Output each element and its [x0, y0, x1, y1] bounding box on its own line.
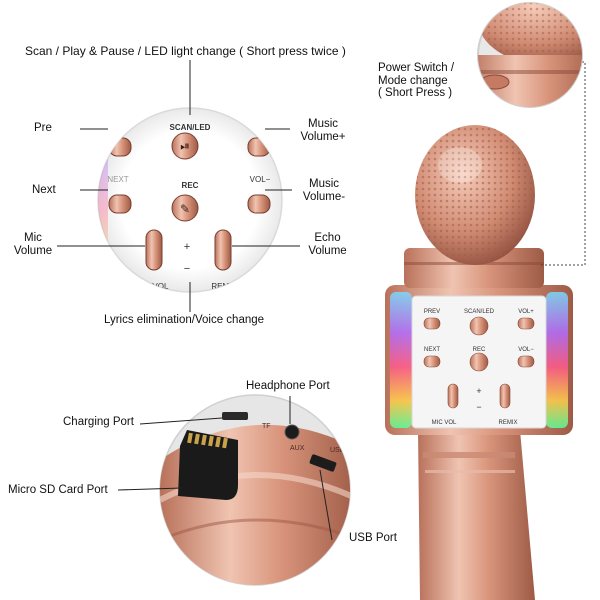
callout-pre: Pre [34, 122, 52, 134]
ports-zoom: TF USB AUX [159, 394, 351, 586]
remix-slider[interactable] [499, 383, 511, 409]
panel-label-plus: + [476, 386, 481, 396]
panel-buttons [423, 316, 535, 409]
rec-button[interactable] [469, 352, 489, 372]
panel-label-minus: − [476, 402, 481, 412]
power-switch-zoom [477, 2, 583, 108]
play-pause-icon: ⏯ [180, 139, 190, 153]
led-strip-left [390, 292, 412, 428]
zoom-mic-vol-slider[interactable] [145, 229, 163, 271]
zoom-label-plus: + [184, 241, 190, 253]
port-label-tf: TF [262, 423, 271, 430]
zoom-label-mic-vol: MIC VOL [136, 282, 169, 291]
panel-label-vol-up: VOL+ [518, 309, 534, 315]
power-zoom-connector [540, 61, 586, 266]
zoom-label-minus: − [184, 263, 190, 275]
headphone-jack [284, 424, 300, 440]
mic-collar [404, 248, 544, 288]
panel-label-next: NEXT [424, 347, 440, 353]
zoom-remix-slider[interactable] [214, 229, 232, 271]
zoom-scan-led-button[interactable] [171, 132, 199, 160]
usb-socket [309, 454, 337, 472]
panel-label-scan-led: SCAN/LED [464, 309, 495, 315]
callout-next: Next [32, 184, 56, 196]
panel-label-prev: PREV [424, 309, 440, 315]
mic-rec-icon: ✎ [180, 202, 190, 216]
micro-sd-card-icon [178, 430, 238, 500]
charging-port [222, 412, 248, 420]
zoom-next-button[interactable] [108, 194, 132, 214]
callout-headphone-port: Headphone Port [246, 380, 330, 392]
microphone: PREV SCAN/LED VOL+ NEXT REC VOL− MIC VOL… [385, 125, 573, 600]
zoom-vol-down-button[interactable] [247, 194, 271, 214]
zoom-label-next: NEXT [107, 175, 128, 184]
panel-label-mic-vol: MIC VOL [432, 420, 457, 426]
scan-led-button[interactable] [469, 316, 489, 336]
callout-power-switch: Power Switch / Mode change ( Short Press… [378, 62, 455, 99]
panel-label-remix: REMIX [498, 420, 517, 426]
leader-lines [57, 60, 333, 541]
zoom-vol-up-button[interactable] [247, 137, 271, 157]
next-button[interactable] [423, 355, 441, 368]
zoom-rec-button[interactable] [171, 194, 199, 222]
callout-lyrics-elimination: Lyrics elimination/Voice change [104, 314, 265, 326]
mic-vol-slider[interactable] [447, 383, 459, 409]
panel-label-rec: REC [473, 347, 486, 353]
panel-label-vol-down: VOL− [518, 347, 534, 353]
callout-scan-play-pause: Scan / Play & Pause / LED light change (… [25, 44, 346, 58]
zoom-buttons: ⏯ ✎ [108, 132, 271, 271]
port-label-usb: USB [330, 447, 345, 454]
zoom-label-remix: REMIX [211, 282, 237, 291]
vol-up-button[interactable] [517, 317, 535, 330]
callout-echo-volume: Echo Volume [308, 232, 347, 257]
port-label-aux: AUX [290, 445, 305, 452]
zoom-label-scan-led: SCAN/LED [170, 123, 211, 132]
vol-down-button[interactable] [517, 355, 535, 368]
prev-button[interactable] [423, 317, 441, 330]
zoom-label-rec: REC [182, 181, 199, 190]
callout-micro-sd-card-port: Micro SD Card Port [8, 484, 108, 496]
callout-music-volume-down: Music Volume- [302, 178, 346, 203]
control-panel-zoom: ⏯ ✎ SCAN/LED REC NEXT VOL− MIC VOL REMIX… [97, 107, 283, 293]
led-strip-right [546, 292, 568, 428]
callout-music-volume-up: Music Volume+ [300, 118, 346, 143]
callout-mic-volume: Mic Volume [13, 232, 53, 257]
callout-charging-port: Charging Port [63, 416, 134, 428]
callout-usb-port: USB Port [349, 532, 397, 544]
zoom-prev-button[interactable] [108, 137, 132, 157]
zoom-label-vol-down: VOL− [250, 175, 271, 184]
